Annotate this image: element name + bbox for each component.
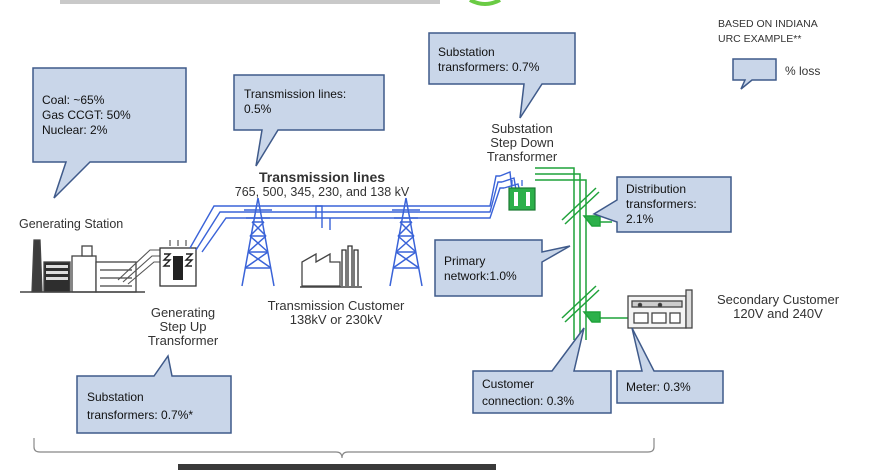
transmission-loss-line1: Transmission lines: <box>244 87 346 101</box>
distribution-line2: transformers: <box>626 197 697 211</box>
secondary-customer-line2: 120V and 240V <box>733 306 823 321</box>
distribution-line1: Distribution <box>626 182 686 196</box>
generation-coal: Coal: ~65% <box>42 93 105 107</box>
step-up-label-line2: Step Up <box>160 319 207 334</box>
source-note-line2: URC EXAMPLE** <box>718 33 801 45</box>
transmission-voltages: 765, 500, 345, 230, and 138 kV <box>235 185 410 199</box>
bottom-box-remnant <box>178 464 496 470</box>
primary-line1: Primary <box>444 254 485 268</box>
title-remnant <box>60 0 501 6</box>
callout-customer-connection: Customer connection: 0.3% <box>472 327 612 414</box>
source-note-line1: BASED ON INDIANA <box>718 18 818 30</box>
distribution-line3: 2.1% <box>626 212 654 226</box>
customer-line1: Customer <box>482 377 534 391</box>
substation-bottom-line1: Substation <box>87 390 144 404</box>
transmission-customer-line1: Transmission Customer <box>268 298 405 313</box>
legend: % loss <box>732 58 820 90</box>
generating-station-label: Generating Station <box>19 217 123 231</box>
step-up-label-line1: Generating <box>151 305 215 320</box>
transmission-loss-line2: 0.5% <box>244 102 272 116</box>
step-down-transformer <box>508 180 536 211</box>
generation-gas: Gas CCGT: 50% <box>42 108 131 122</box>
substation-top-line2: transformers: 0.7% <box>438 60 540 74</box>
transmission-tower-1 <box>241 197 275 287</box>
primary-line2: network:1.0% <box>444 269 517 283</box>
substation-bottom-line2: transformers: 0.7%* <box>87 408 193 422</box>
legend-callout-swatch <box>732 58 777 90</box>
callout-distribution-transformers: Distribution transformers: 2.1% <box>592 176 732 233</box>
callout-substation-bottom: Substation transformers: 0.7%* <box>76 354 232 434</box>
customer-line2: connection: 0.3% <box>482 394 574 408</box>
callout-transmission-losses: Transmission lines: 0.5% <box>233 74 385 167</box>
step-up-label-line3: Transformer <box>148 333 219 348</box>
generating-station <box>20 239 145 293</box>
secondary-customer-house <box>627 289 693 329</box>
step-down-label-line2: Step Down <box>490 135 554 150</box>
station-feeder <box>117 249 160 285</box>
bottom-brace <box>33 438 655 459</box>
callout-primary-network: Primary network:1.0% <box>434 239 571 297</box>
meter-line1: Meter: 0.3% <box>626 380 691 394</box>
callout-substation-top: Substation transformers: 0.7% <box>428 32 576 119</box>
callout-meter: Meter: 0.3% <box>616 327 724 404</box>
step-down-label-line3: Transformer <box>487 149 558 164</box>
step-down-label-line1: Substation <box>491 121 552 136</box>
substation-top-line1: Substation <box>438 45 495 59</box>
callout-generation-losses: Coal: ~65% Gas CCGT: 50% Nuclear: 2% <box>32 67 187 199</box>
secondary-customer-line1: Secondary Customer <box>717 292 840 307</box>
transmission-lines <box>189 171 521 253</box>
transmission-lines-title: Transmission lines <box>259 169 385 185</box>
generation-nuclear: Nuclear: 2% <box>42 123 108 137</box>
distribution-lines <box>535 167 628 340</box>
step-up-transformer <box>159 240 197 287</box>
transmission-customer-line2: 138kV or 230kV <box>290 312 383 327</box>
legend-label: % loss <box>785 64 820 78</box>
transmission-tower-2 <box>389 197 423 287</box>
transmission-customer-factory <box>300 245 362 288</box>
